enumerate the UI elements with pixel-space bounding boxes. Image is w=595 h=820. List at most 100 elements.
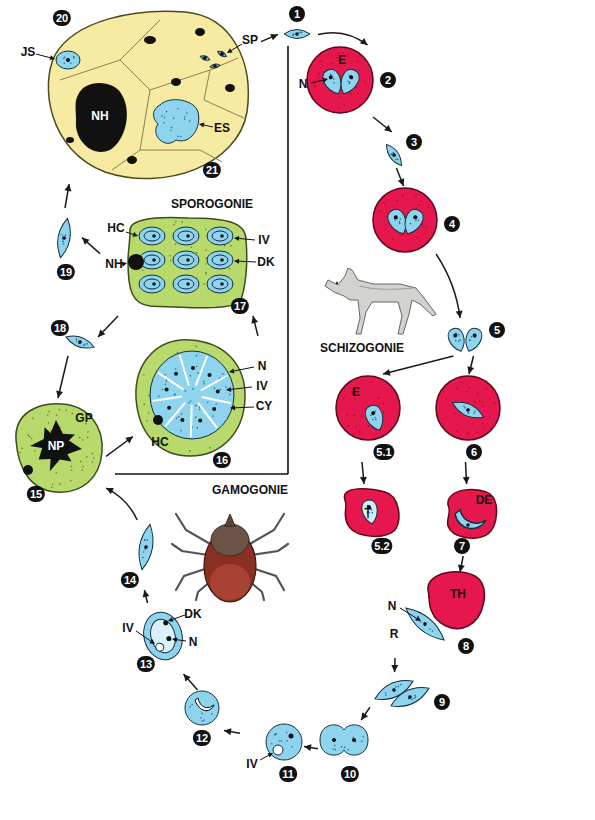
cycle-arrow (458, 556, 465, 572)
parasite (210, 63, 221, 69)
parasite (336, 67, 362, 98)
arrow-head (224, 728, 231, 735)
life-stage: 1 (278, 4, 318, 42)
callout-number: 20 (53, 10, 71, 26)
arrow-head (360, 38, 368, 45)
part-label: E (352, 385, 360, 399)
red-blood-cell (307, 47, 373, 113)
parasite (401, 603, 448, 646)
callout-number: 8 (458, 638, 474, 654)
cycle-arrow (361, 707, 370, 720)
callout-number: 18 (51, 320, 69, 336)
leader-line (234, 259, 256, 264)
parasite (136, 523, 157, 571)
callout-number: 17 (231, 298, 249, 314)
divider-line (287, 46, 289, 474)
life-stage: 17HCNHIVDK (100, 212, 280, 316)
arrow-head (383, 369, 391, 376)
parasite (361, 499, 380, 525)
leader-line (136, 631, 155, 644)
arrow-head (64, 184, 71, 191)
life-stage: 5 (440, 318, 507, 356)
phase-label: SPOROGONIE (171, 197, 253, 211)
arrow-line (318, 33, 368, 45)
stage-drawing (100, 212, 280, 316)
leader-line (400, 608, 421, 621)
callout-number: 15 (27, 486, 45, 502)
arrow-head (98, 330, 105, 337)
leader-line (172, 637, 186, 642)
arrow-head (463, 477, 470, 484)
parasite (217, 50, 228, 58)
part-label: NH (91, 109, 108, 123)
leader-line (199, 123, 213, 128)
kinete (207, 275, 233, 293)
leader-line (234, 236, 255, 241)
life-stage: 2NE (292, 45, 400, 117)
parasite (446, 326, 468, 354)
kinete (173, 251, 199, 269)
arrow-head (143, 590, 150, 598)
callout-number: 3 (406, 134, 422, 150)
cycle-arrow (106, 488, 137, 520)
arrow-line (261, 34, 278, 41)
arrow-line (436, 254, 460, 318)
cycle-arrow (224, 728, 240, 735)
cycle-arrow (373, 117, 392, 132)
life-stage: 5.1E (334, 374, 404, 462)
life-stage: 5.2 † (336, 484, 406, 556)
kinete (139, 227, 165, 245)
life-stage: 14 (118, 520, 166, 590)
callout-number: 5 (489, 322, 505, 338)
cycle-arrow (304, 744, 318, 751)
cycle-arrow (463, 462, 470, 484)
gut-cell (16, 404, 102, 492)
death-mark: † (364, 504, 373, 520)
part-label: IV (246, 757, 257, 771)
arrow-line (184, 674, 198, 690)
arrow-head (384, 125, 392, 132)
part-label: ES (214, 121, 230, 135)
cycle-arrow (64, 184, 71, 208)
salivary-gland (48, 11, 248, 178)
callout-number: 5.2 (371, 538, 392, 554)
part-label: HC (151, 435, 168, 449)
arrow-head (391, 665, 398, 672)
arrow-head (184, 674, 191, 682)
arrow-head (398, 178, 405, 186)
callout-number: 11 (279, 766, 297, 782)
part-label: N (299, 77, 308, 91)
part-label: E (338, 53, 346, 67)
cycle-arrow (82, 238, 100, 254)
callout-number: 9 (434, 694, 450, 710)
red-blood-cell (436, 376, 500, 440)
arrow-head (360, 477, 367, 484)
cycle-arrow (436, 254, 463, 318)
life-stage: 15GPNP (10, 398, 106, 504)
arrow-line (98, 316, 118, 337)
cycle-arrow (261, 34, 278, 42)
kinete (207, 251, 233, 269)
cycle-arrow (467, 356, 474, 374)
leader-line (168, 615, 185, 622)
stage-drawing (15, 6, 261, 184)
part-label: N (258, 359, 267, 373)
cycle-arrow (318, 33, 368, 45)
arrow-head (270, 34, 278, 40)
red-blood-cell (373, 188, 437, 252)
callout-number: 7 (454, 538, 470, 554)
life-stage: 7DE (436, 484, 504, 556)
cycle-arrow (106, 437, 133, 457)
life-stage: 11 IV (240, 720, 304, 786)
cycle-arrow (56, 356, 68, 398)
arrow-head (106, 488, 114, 494)
part-label: NH (105, 257, 122, 271)
parasite (388, 682, 432, 712)
life-stage: 16NIVCYHC (133, 336, 280, 470)
red-blood-cell (336, 376, 400, 440)
life-stage: 18 (48, 318, 98, 356)
part-label: DK (184, 607, 201, 621)
life-stage: 19 (48, 208, 82, 282)
kinete (173, 227, 199, 245)
part-label: GP (75, 411, 92, 425)
